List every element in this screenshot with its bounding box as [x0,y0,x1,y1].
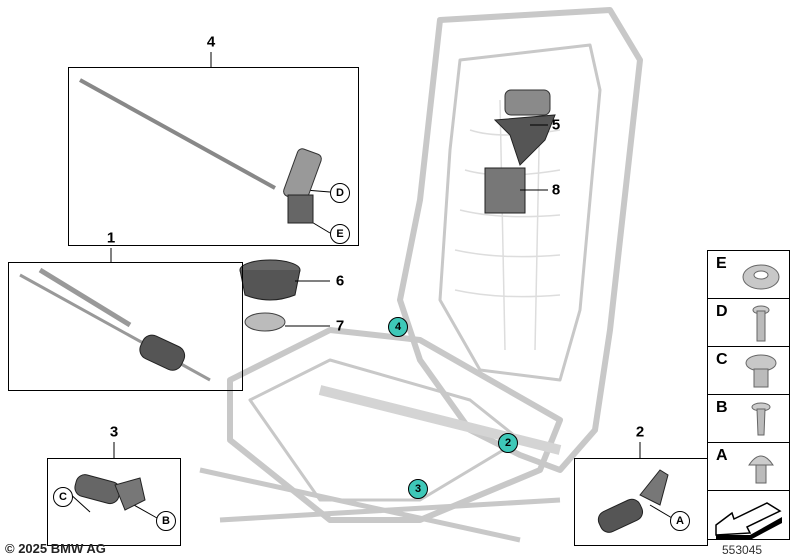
callout-1[interactable]: 1 [106,229,116,247]
hotspot-3[interactable]: 3 [408,479,428,499]
direction-arrow [708,491,789,541]
flange-screw-icon [745,354,777,388]
washer-icon [742,264,780,290]
part-1-detail-box [8,262,243,391]
part-3-detail-box [47,458,181,546]
fastener-legend: E D C B A [707,250,790,540]
tapping-screw-icon [751,402,771,436]
part-4-detail-box [68,67,359,246]
hotspot-4[interactable]: 4 [388,317,408,337]
arrow-icon [715,502,782,539]
ref-b: B [156,511,176,531]
callout-7[interactable]: 7 [335,317,345,335]
ref-c: C [53,487,73,507]
callout-5[interactable]: 5 [551,116,561,134]
pan-head-screw-icon [748,455,774,484]
ref-d: D [330,183,350,203]
fastener-b[interactable]: B [708,395,789,443]
fastener-d[interactable]: D [708,299,789,347]
diagram-id: 553045 [722,543,763,557]
callout-8[interactable]: 8 [551,181,561,199]
hotspot-2[interactable]: 2 [498,433,518,453]
fastener-a[interactable]: A [708,443,789,491]
bolt-long-icon [752,305,770,342]
fastener-e[interactable]: E [708,251,789,299]
ref-e: E [330,224,350,244]
copyright: © 2025 BMW AG [5,541,106,556]
ref-a: A [670,511,690,531]
callout-2[interactable]: 2 [635,423,645,441]
fastener-c[interactable]: C [708,347,789,395]
callout-6[interactable]: 6 [335,272,345,290]
part-2-detail-box [574,458,708,546]
callout-4[interactable]: 4 [206,33,216,51]
callout-3[interactable]: 3 [109,423,119,441]
